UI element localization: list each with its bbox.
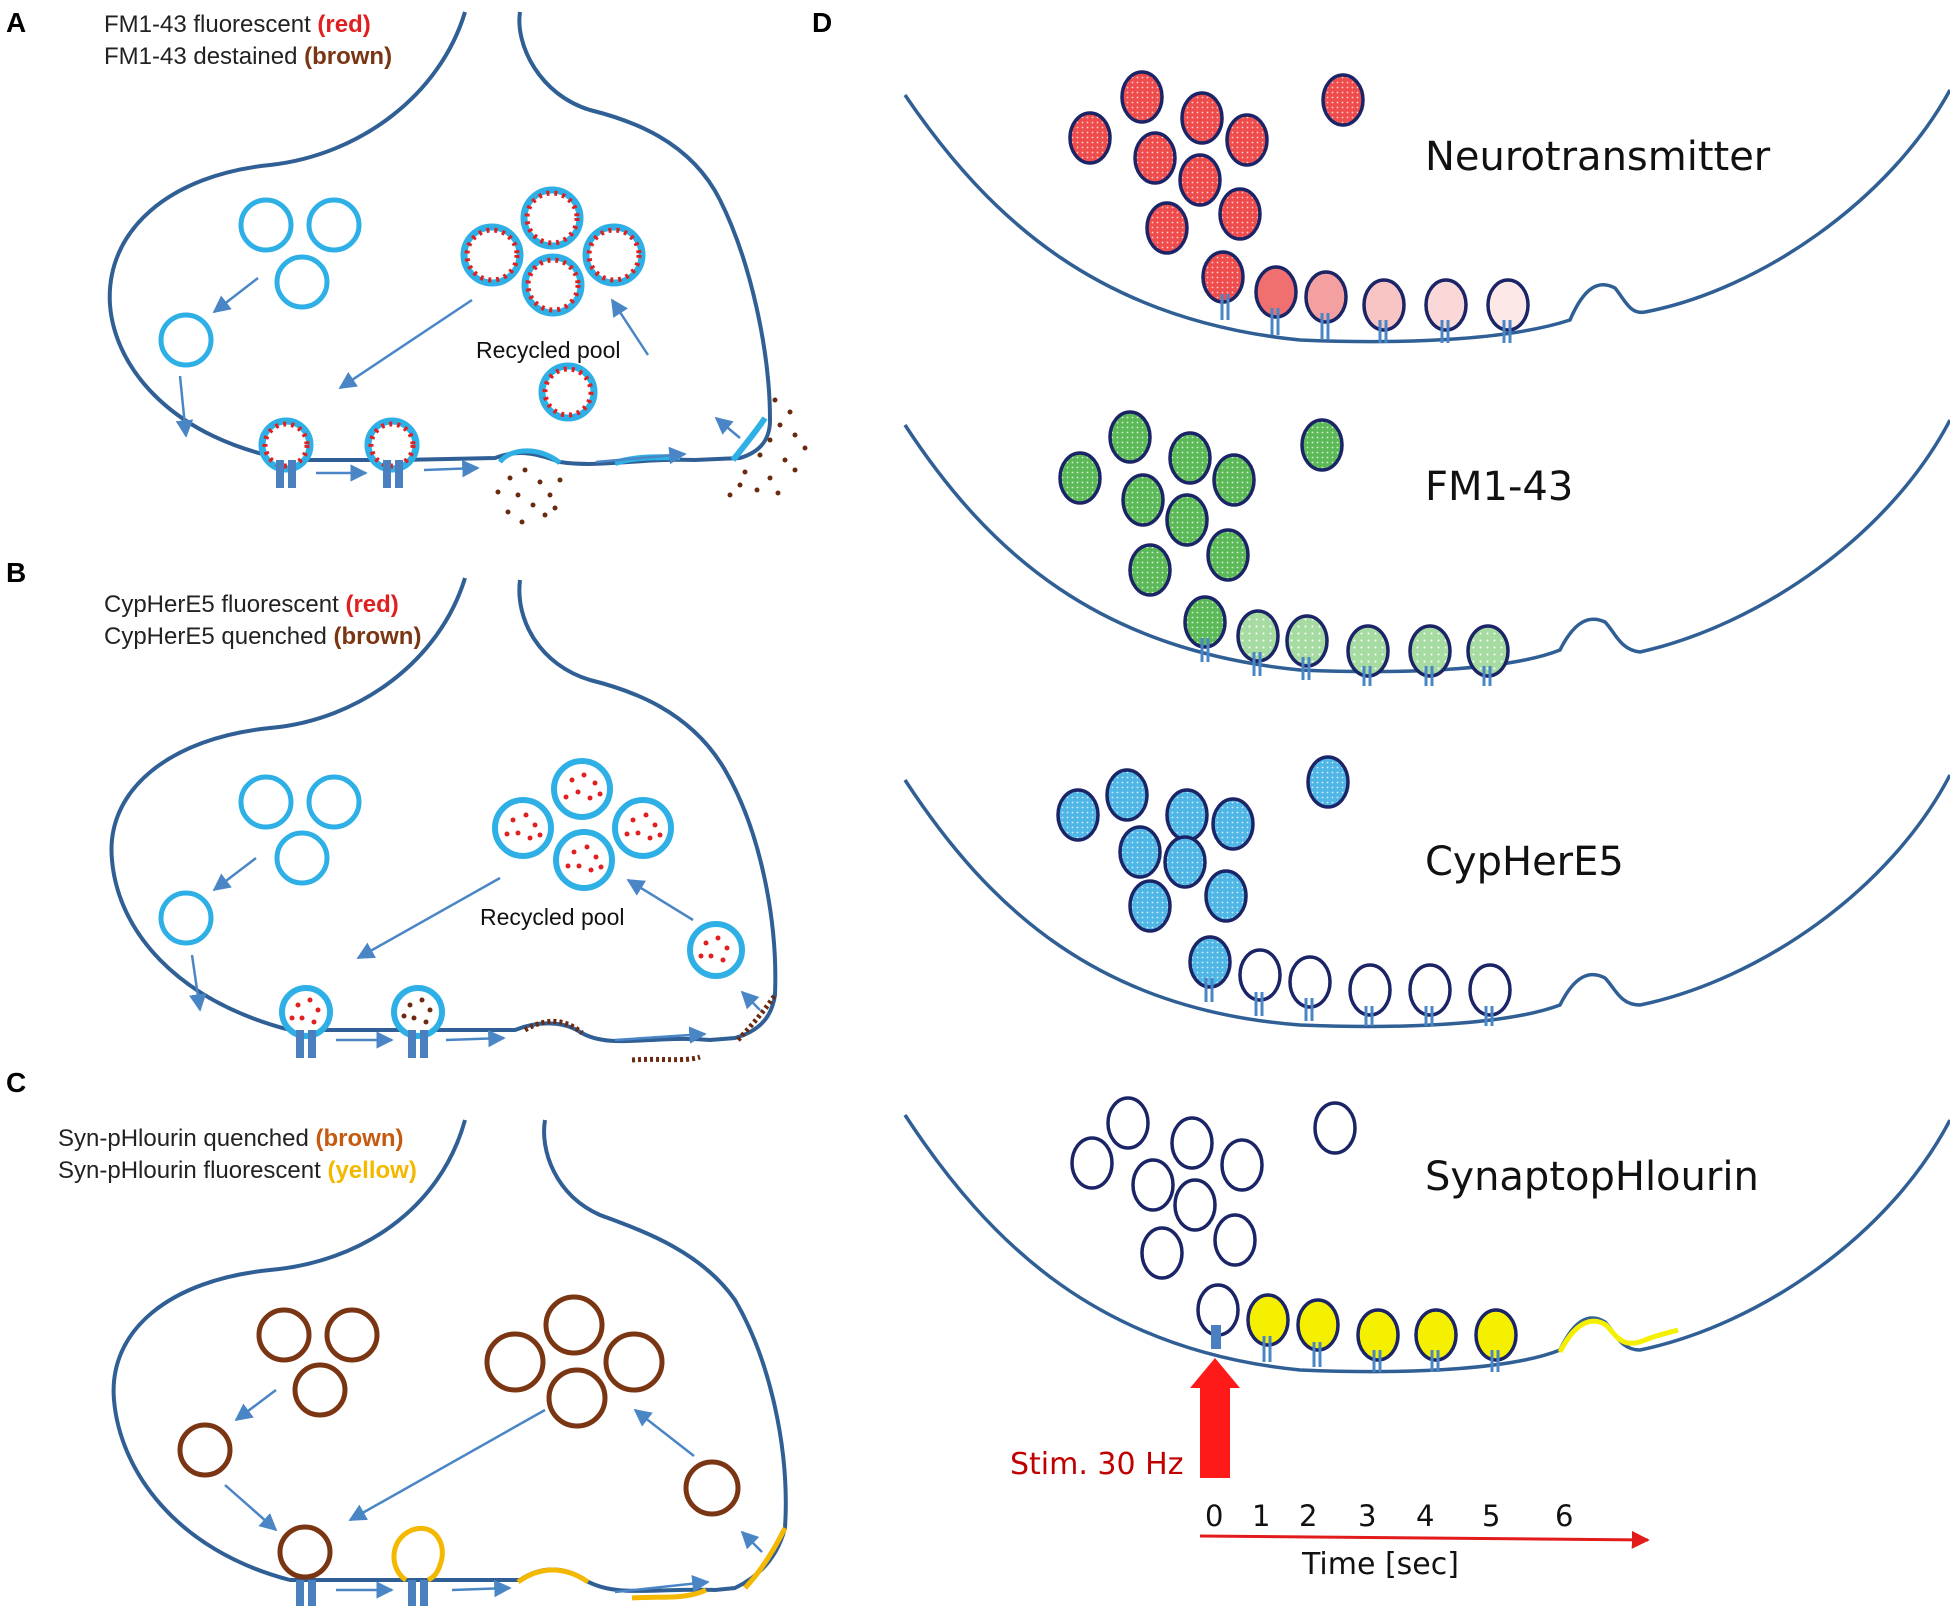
fm1-43-dye-dots — [262, 190, 642, 469]
time-axis — [1199, 1530, 1650, 1549]
snare-anchors — [1220, 294, 1512, 343]
row-synaptophlourin: SynaptopHlourin — [903, 1096, 1950, 1374]
synaptic-bouton-membrane — [107, 11, 773, 466]
snare-complex — [276, 460, 403, 488]
time-tick: 2 — [1299, 1499, 1317, 1533]
probe-label-synaptophlourin: SynaptopHlourin — [1425, 1154, 1759, 1200]
time-tick: 5 — [1482, 1499, 1500, 1533]
neurotransmitter-vesicles — [1068, 70, 1365, 304]
snare-anchors — [1200, 638, 1492, 686]
fused-membrane-patch — [497, 448, 562, 465]
panel-b-legend-line-2: CypHerE5 quenched (brown) — [104, 623, 421, 650]
snare-complex — [296, 1030, 428, 1058]
row-fm1-43: FM1-43 — [903, 410, 1950, 686]
time-ticks: 0 1 2 3 4 5 6 — [1205, 1499, 1573, 1533]
empty-vesicle — [306, 197, 362, 253]
panel-b-legend-line-1: CypHerE5 fluorescent (red) — [104, 591, 399, 618]
quenched-dye-cluster — [401, 997, 433, 1025]
presynaptic-membrane — [903, 89, 1950, 344]
empty-vesicle — [238, 774, 294, 830]
synaptic-bouton-membrane — [109, 577, 778, 1044]
time-tick: 1 — [1252, 1499, 1270, 1533]
presynaptic-membrane — [903, 774, 1950, 1029]
fluorescent-membrane-patch — [516, 1567, 590, 1585]
fluorescent-fused-vesicle — [391, 1525, 445, 1583]
panel-c-letter: C — [6, 1067, 26, 1098]
probe-label-neurotransmitter: Neurotransmitter — [1425, 134, 1771, 180]
empty-vesicle — [158, 312, 214, 368]
time-tick: 4 — [1416, 1499, 1434, 1533]
panel-a-legend-line-2: FM1-43 destained (brown) — [104, 43, 392, 70]
recycling-arrows — [224, 1389, 763, 1599]
empty-vesicle — [238, 197, 294, 253]
destained-dye-cloud — [495, 397, 808, 525]
synaptic-bouton-membrane — [111, 1119, 788, 1593]
fm1-43-vesicles — [1058, 410, 1344, 649]
quenched-vesicles — [1238, 948, 1512, 1017]
empty-vesicle — [158, 890, 214, 946]
quenched-vesicles — [177, 1294, 741, 1580]
panel-c: C Syn-pHlourin quenched (brown) Syn-pHlo… — [6, 1067, 788, 1606]
empty-vesicle — [274, 830, 330, 886]
empty-vesicle — [274, 254, 330, 310]
fluorescent-membrane-patch — [743, 1526, 788, 1590]
probe-label-cyphere5: CypHerE5 — [1425, 839, 1624, 885]
panel-d: D — [812, 7, 1950, 1582]
panel-d-letter: D — [812, 7, 832, 38]
stimulus-label: Stim. 30 Hz — [1010, 1447, 1183, 1482]
endocytic-membrane-patch — [730, 416, 768, 462]
stimulus-arrow — [1190, 1358, 1240, 1478]
panel-a-legend-line-1: FM1-43 fluorescent (red) — [104, 11, 371, 38]
snare-complex — [296, 1580, 428, 1606]
row-neurotransmitter: Neurotransmitter — [903, 70, 1950, 344]
time-tick: 6 — [1555, 1499, 1573, 1533]
panel-c-legend-line-1: Syn-pHlourin quenched (brown) — [58, 1125, 403, 1152]
time-tick: 3 — [1358, 1499, 1376, 1533]
recycled-pool-vesicles — [258, 186, 646, 473]
recycling-arrows — [175, 277, 741, 482]
destaining-vesicles — [1236, 609, 1510, 678]
quenched-membrane-patch — [736, 993, 778, 1042]
snare-anchors — [1211, 1325, 1500, 1372]
cyphere5-vesicles — [1056, 755, 1350, 989]
panel-a: A FM1-43 fluorescent (red) FM1-43 destai… — [6, 7, 808, 525]
row-cyphere5: CypHerE5 — [903, 755, 1950, 1029]
recycling-arrows — [189, 857, 761, 1049]
fusing-vesicles — [1254, 265, 1530, 332]
panel-a-letter: A — [6, 7, 26, 38]
fluorescent-membrane-patch — [1557, 1318, 1679, 1354]
panel-b: B CypHerE5 fluorescent (red) CypHerE5 qu… — [6, 557, 778, 1063]
recycled-pool-vesicles — [279, 758, 745, 1039]
cyphere5-dye-clusters — [289, 772, 730, 1025]
recycled-pool-label: Recycled pool — [476, 337, 620, 363]
time-axis-title: Time [sec] — [1301, 1547, 1459, 1582]
time-tick: 0 — [1205, 1499, 1223, 1533]
quenched-membrane-patch — [631, 1054, 701, 1063]
panel-c-legend-line-2: Syn-pHlourin fluorescent (yellow) — [58, 1157, 417, 1184]
quenched-membrane-patch — [523, 1018, 584, 1035]
snare-anchors — [1204, 978, 1494, 1026]
presynaptic-membrane — [903, 419, 1950, 674]
panel-b-letter: B — [6, 557, 26, 588]
empty-vesicle — [306, 774, 362, 830]
probe-label-fm1-43: FM1-43 — [1425, 464, 1573, 510]
fluorescent-vesicles — [1246, 1293, 1518, 1362]
recycled-pool-label: Recycled pool — [480, 904, 624, 930]
